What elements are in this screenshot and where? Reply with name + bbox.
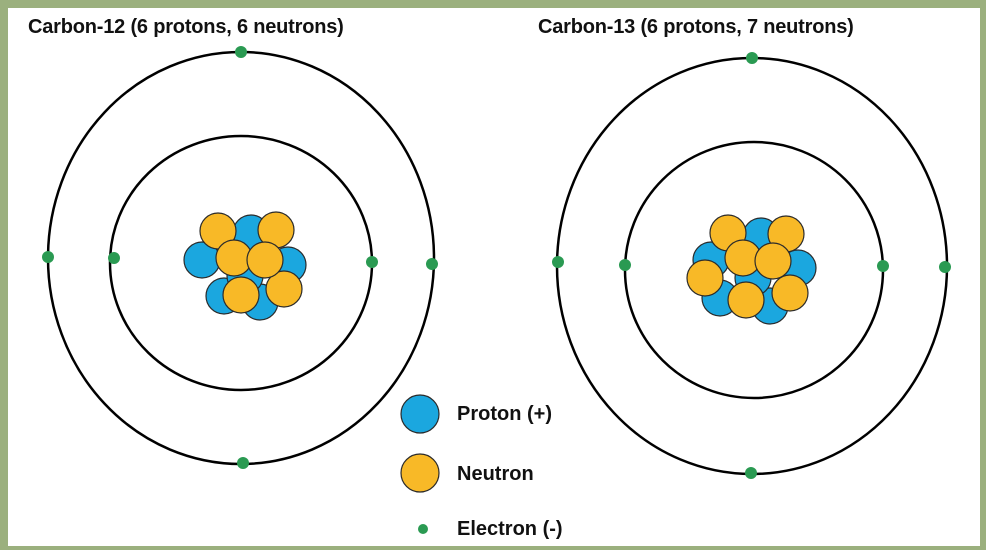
electron: [426, 258, 438, 270]
legend-proton-label: Proton (+): [457, 403, 552, 425]
nucleus: [686, 214, 817, 325]
neutron: [222, 276, 260, 314]
neutron: [754, 242, 792, 280]
electron: [366, 256, 378, 268]
nucleus: [183, 211, 307, 321]
legend-proton-swatch: [400, 394, 440, 434]
legend-electron-swatch: [418, 524, 428, 534]
electron: [42, 251, 54, 263]
atom-carbon-13: [552, 52, 951, 479]
legend-neutron-label: Neutron: [457, 463, 534, 485]
neutron: [771, 274, 809, 312]
atom-carbon-12: [42, 46, 438, 469]
electron: [745, 467, 757, 479]
electron: [939, 261, 951, 273]
electron: [877, 260, 889, 272]
legend: [400, 394, 440, 534]
legend-neutron-swatch: [400, 453, 440, 493]
electron: [552, 256, 564, 268]
neutron: [727, 281, 765, 319]
neutron: [686, 259, 724, 297]
diagram-panel: Carbon-12 (6 protons, 6 neutrons) Carbon…: [8, 8, 980, 546]
electrons: [42, 46, 438, 469]
electron: [235, 46, 247, 58]
neutron: [246, 241, 284, 279]
atom-diagram: [42, 46, 951, 534]
legend-electron-label: Electron (-): [457, 518, 563, 540]
electron: [237, 457, 249, 469]
neutron: [265, 270, 303, 308]
electron: [619, 259, 631, 271]
carbon-12-title: Carbon-12 (6 protons, 6 neutrons): [28, 16, 344, 38]
electron: [746, 52, 758, 64]
electrons: [552, 52, 951, 479]
electron: [108, 252, 120, 264]
carbon-13-title: Carbon-13 (6 protons, 7 neutrons): [538, 16, 854, 38]
